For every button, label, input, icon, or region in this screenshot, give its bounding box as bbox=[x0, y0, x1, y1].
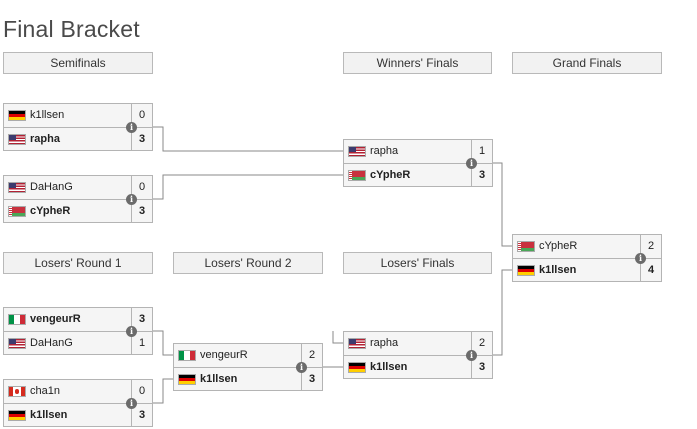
player-name[interactable]: vengeurR bbox=[30, 313, 81, 325]
match-info-icon[interactable]: i bbox=[126, 122, 137, 133]
player-name[interactable]: cYpheR bbox=[539, 240, 578, 252]
header-losers-round-1: Losers' Round 1 bbox=[3, 252, 153, 274]
flag-it-icon bbox=[8, 314, 26, 325]
player-name[interactable]: k1llsen bbox=[30, 409, 68, 421]
player-name[interactable]: rapha bbox=[370, 337, 399, 349]
player-score: 2 bbox=[301, 344, 322, 367]
flag-by-icon bbox=[517, 241, 535, 252]
player-name[interactable]: k1llsen bbox=[370, 361, 408, 373]
flag-us-icon bbox=[8, 338, 26, 349]
flag-us-icon bbox=[348, 338, 366, 349]
player-score: 2 bbox=[640, 235, 661, 258]
player-score: 3 bbox=[131, 200, 152, 223]
player-score: 1 bbox=[131, 332, 152, 355]
player-score: 0 bbox=[131, 176, 152, 199]
player-row[interactable]: k1llsen 3 bbox=[4, 404, 152, 427]
flag-ca-icon bbox=[8, 386, 26, 397]
player-row[interactable]: k1llsen 3 bbox=[174, 368, 322, 391]
header-losers-round-2: Losers' Round 2 bbox=[173, 252, 323, 274]
player-score: 3 bbox=[131, 404, 152, 427]
player-name[interactable]: rapha bbox=[370, 145, 399, 157]
player-row[interactable]: k1llsen 3 bbox=[344, 356, 492, 379]
flag-us-icon bbox=[348, 146, 366, 157]
flag-it-icon bbox=[178, 350, 196, 361]
player-name[interactable]: cha1n bbox=[30, 385, 60, 397]
header-winners-finals: Winners' Finals bbox=[343, 52, 492, 74]
flag-de-icon bbox=[348, 362, 366, 373]
player-name[interactable]: k1llsen bbox=[200, 373, 238, 385]
match-info-icon[interactable]: i bbox=[466, 350, 477, 361]
player-score: 3 bbox=[471, 356, 492, 379]
player-score: 0 bbox=[131, 104, 152, 127]
player-name[interactable]: k1llsen bbox=[539, 264, 577, 276]
player-score: 3 bbox=[301, 368, 322, 391]
player-row[interactable]: DaHanG 1 bbox=[4, 332, 152, 355]
match-info-icon[interactable]: i bbox=[635, 253, 646, 264]
player-row[interactable]: k1llsen 0 bbox=[4, 104, 152, 128]
player-row[interactable]: rapha 2 bbox=[344, 332, 492, 356]
match-info-icon[interactable]: i bbox=[126, 194, 137, 205]
flag-de-icon bbox=[8, 110, 26, 121]
player-score: 3 bbox=[471, 164, 492, 187]
header-grand-finals: Grand Finals bbox=[512, 52, 662, 74]
player-row[interactable]: rapha 3 bbox=[4, 128, 152, 151]
header-semifinals: Semifinals bbox=[3, 52, 153, 74]
match-info-icon[interactable]: i bbox=[126, 398, 137, 409]
player-row[interactable]: cYpheR 3 bbox=[344, 164, 492, 187]
player-row[interactable]: k1llsen 4 bbox=[513, 259, 661, 282]
player-name[interactable]: DaHanG bbox=[30, 181, 73, 193]
player-row[interactable]: vengeurR 2 bbox=[174, 344, 322, 368]
player-score: 1 bbox=[471, 140, 492, 163]
flag-us-icon bbox=[8, 134, 26, 145]
player-name[interactable]: DaHanG bbox=[30, 337, 73, 349]
flag-by-icon bbox=[348, 170, 366, 181]
player-row[interactable]: cha1n 0 bbox=[4, 380, 152, 404]
flag-by-icon bbox=[8, 206, 26, 217]
player-name[interactable]: cYpheR bbox=[30, 205, 71, 217]
player-row[interactable]: cYpheR 2 bbox=[513, 235, 661, 259]
player-name[interactable]: k1llsen bbox=[30, 109, 65, 121]
player-score: 4 bbox=[640, 259, 661, 282]
flag-us-icon bbox=[8, 182, 26, 193]
player-score: 0 bbox=[131, 380, 152, 403]
flag-de-icon bbox=[517, 265, 535, 276]
match-info-icon[interactable]: i bbox=[126, 326, 137, 337]
player-name[interactable]: cYpheR bbox=[370, 169, 411, 181]
header-losers-finals: Losers' Finals bbox=[343, 252, 492, 274]
player-row[interactable]: DaHanG 0 bbox=[4, 176, 152, 200]
flag-de-icon bbox=[8, 410, 26, 421]
player-score: 3 bbox=[131, 308, 152, 331]
flag-de-icon bbox=[178, 374, 196, 385]
match-info-icon[interactable]: i bbox=[296, 362, 307, 373]
player-score: 2 bbox=[471, 332, 492, 355]
player-name[interactable]: vengeurR bbox=[200, 349, 248, 361]
match-info-icon[interactable]: i bbox=[466, 158, 477, 169]
player-row[interactable]: vengeurR 3 bbox=[4, 308, 152, 332]
page-title: Final Bracket bbox=[3, 16, 140, 42]
player-score: 3 bbox=[131, 128, 152, 151]
player-name[interactable]: rapha bbox=[30, 133, 60, 145]
player-row[interactable]: cYpheR 3 bbox=[4, 200, 152, 223]
player-row[interactable]: rapha 1 bbox=[344, 140, 492, 164]
